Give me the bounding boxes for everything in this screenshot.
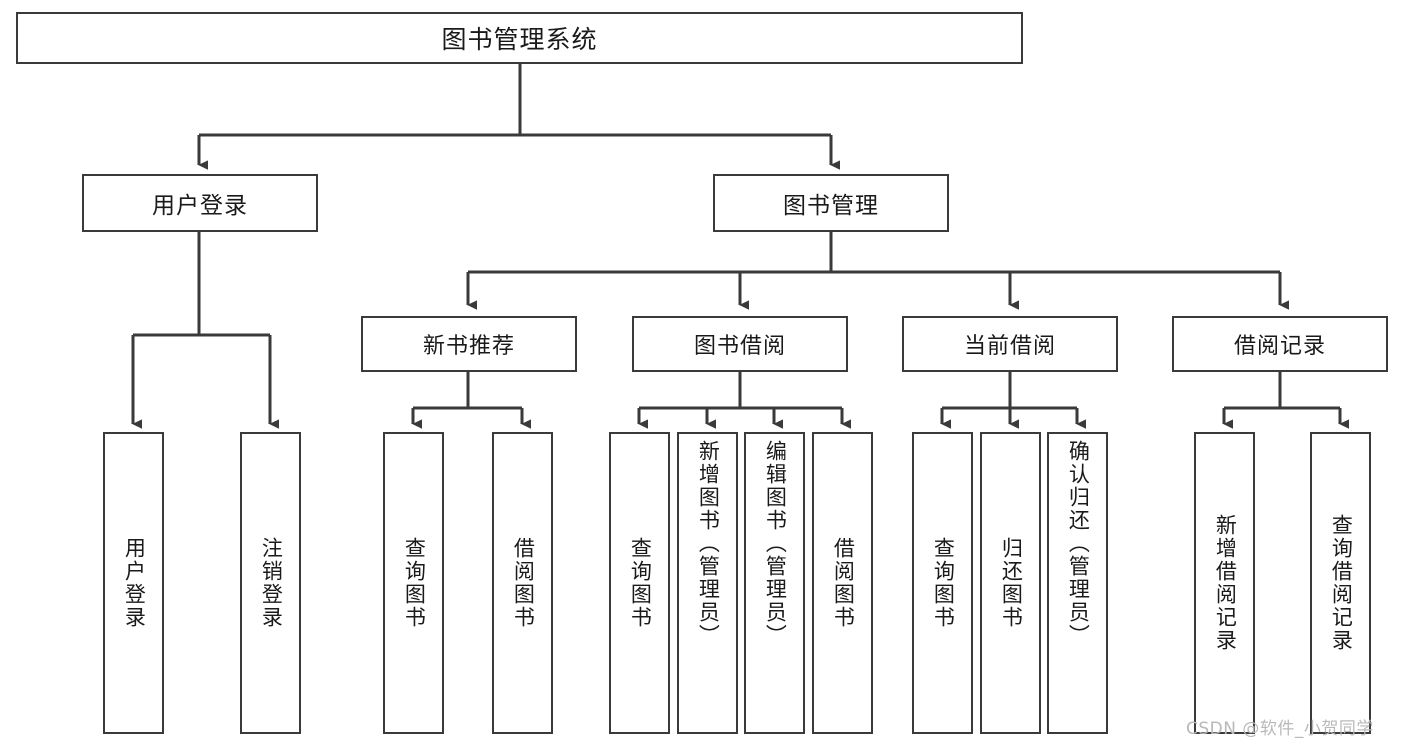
leaf-label: 确认归还（管理员） bbox=[1066, 440, 1091, 647]
leaf-inner: 借阅图书 bbox=[494, 434, 551, 732]
leaf-inner: 借阅图书 bbox=[814, 434, 871, 732]
leaf-edit-book-admin[interactable]: 编辑图书（管理员） bbox=[744, 432, 805, 734]
node-book-borrow[interactable]: 图书借阅 bbox=[632, 316, 848, 372]
leaf-query-borrow-record[interactable]: 查询借阅记录 bbox=[1310, 432, 1371, 734]
leaf-label: 新增图书（管理员） bbox=[696, 440, 721, 647]
leaf-inner: 查询图书 bbox=[385, 434, 442, 732]
leaf-label: 查询图书 bbox=[628, 537, 653, 629]
leaf-label: 归还图书 bbox=[999, 537, 1024, 629]
node-label: 图书管理 bbox=[783, 193, 879, 219]
leaf-label: 编辑图书（管理员） bbox=[763, 440, 788, 647]
leaf-inner: 注销登录 bbox=[242, 434, 299, 732]
node-current-borrow[interactable]: 当前借阅 bbox=[902, 316, 1118, 372]
node-label: 图书管理系统 bbox=[441, 25, 598, 54]
node-user-login[interactable]: 用户登录 bbox=[82, 174, 318, 232]
leaf-label: 查询图书 bbox=[402, 537, 427, 629]
leaf-borrow-book[interactable]: 借阅图书 bbox=[812, 432, 873, 734]
leaf-user-login[interactable]: 用户登录 bbox=[103, 432, 164, 734]
node-label: 图书借阅 bbox=[693, 334, 786, 359]
leaf-inner: 用户登录 bbox=[105, 434, 162, 732]
leaf-inner: 新增借阅记录 bbox=[1196, 434, 1253, 732]
leaf-query-book-recommend[interactable]: 查询图书 bbox=[383, 432, 444, 734]
leaf-inner: 归还图书 bbox=[982, 434, 1039, 732]
node-label: 用户登录 bbox=[152, 193, 248, 219]
csdn-watermark: CSDN @软件_小贺同学 bbox=[1186, 719, 1374, 739]
leaf-return-book[interactable]: 归还图书 bbox=[980, 432, 1041, 734]
leaf-inner: 新增图书（管理员） bbox=[679, 434, 736, 738]
leaf-label: 用户登录 bbox=[122, 537, 147, 629]
leaf-inner: 编辑图书（管理员） bbox=[746, 434, 803, 738]
node-book-management[interactable]: 图书管理 bbox=[713, 174, 949, 232]
leaf-label: 查询借阅记录 bbox=[1329, 514, 1354, 652]
leaf-inner: 查询图书 bbox=[611, 434, 668, 732]
leaf-query-book-borrow[interactable]: 查询图书 bbox=[609, 432, 670, 734]
leaf-label: 注销登录 bbox=[259, 537, 284, 629]
node-label: 新书推荐 bbox=[422, 334, 515, 359]
leaf-borrow-book-recommend[interactable]: 借阅图书 bbox=[492, 432, 553, 734]
leaf-add-book-admin[interactable]: 新增图书（管理员） bbox=[677, 432, 738, 734]
leaf-confirm-return-admin[interactable]: 确认归还（管理员） bbox=[1047, 432, 1108, 734]
node-new-book-recommend[interactable]: 新书推荐 bbox=[361, 316, 577, 372]
node-label: 当前借阅 bbox=[963, 334, 1056, 359]
node-borrow-record[interactable]: 借阅记录 bbox=[1172, 316, 1388, 372]
node-label: 借阅记录 bbox=[1233, 334, 1326, 359]
leaf-inner: 查询图书 bbox=[914, 434, 971, 732]
leaf-logout-login[interactable]: 注销登录 bbox=[240, 432, 301, 734]
leaf-label: 借阅图书 bbox=[511, 537, 536, 629]
node-root-book-management-system[interactable]: 图书管理系统 bbox=[16, 12, 1023, 64]
leaf-label: 查询图书 bbox=[931, 537, 956, 629]
leaf-query-book-current[interactable]: 查询图书 bbox=[912, 432, 973, 734]
leaf-label: 借阅图书 bbox=[831, 537, 856, 629]
leaf-label: 新增借阅记录 bbox=[1213, 514, 1238, 652]
leaf-inner: 确认归还（管理员） bbox=[1049, 434, 1106, 738]
leaf-inner: 查询借阅记录 bbox=[1312, 434, 1369, 732]
leaf-add-borrow-record[interactable]: 新增借阅记录 bbox=[1194, 432, 1255, 734]
